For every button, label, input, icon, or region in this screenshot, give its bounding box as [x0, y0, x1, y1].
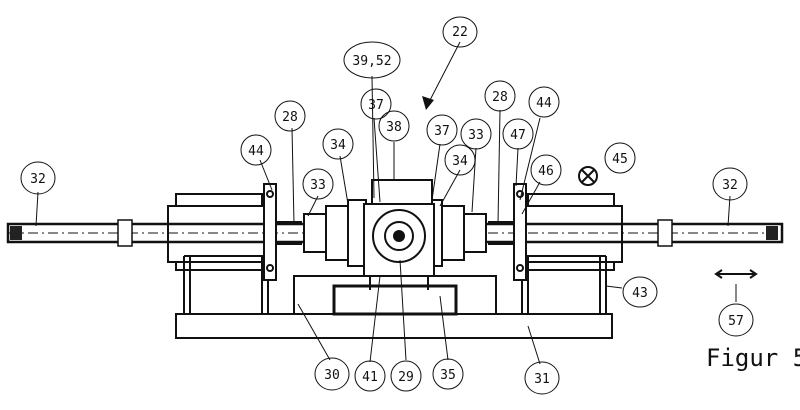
callout-38: 38: [378, 110, 410, 142]
cross-circle-symbol: [578, 166, 598, 186]
callout-44-left: 44: [240, 134, 272, 166]
svg-text:34: 34: [452, 154, 468, 169]
callout-57: 57: [718, 303, 754, 337]
right-stand: [521, 255, 607, 314]
callout-34-right: 34: [444, 144, 476, 176]
svg-text:31: 31: [534, 372, 550, 387]
callout-29: 29: [390, 360, 422, 392]
svg-text:29: 29: [398, 370, 414, 385]
gearbox: [363, 179, 435, 290]
left-stand: [183, 255, 269, 314]
svg-text:39,52: 39,52: [352, 54, 391, 69]
callout-47: 47: [502, 118, 534, 150]
callout-bubbles: 22 39,52 38 37 37 28 28 44 44 34 34 33 3…: [20, 16, 754, 395]
figure-caption: Figur 5: [706, 344, 800, 372]
callout-28-right: 28: [484, 80, 516, 112]
callout-37-right: 37: [426, 114, 458, 146]
leader-lines: [35, 41, 737, 365]
arrow-57: [714, 269, 758, 279]
callout-46: 46: [530, 154, 562, 186]
svg-text:44: 44: [536, 96, 552, 111]
svg-text:43: 43: [632, 286, 648, 301]
callout-32-right: 32: [712, 167, 748, 201]
svg-text:57: 57: [728, 314, 744, 329]
svg-text:32: 32: [30, 172, 46, 187]
callout-37-left: 37: [360, 88, 392, 120]
svg-text:45: 45: [612, 152, 628, 167]
callout-28-left: 28: [274, 100, 306, 132]
svg-text:46: 46: [538, 164, 554, 179]
svg-text:41: 41: [362, 370, 378, 385]
callout-43: 43: [622, 276, 658, 308]
callout-31: 31: [524, 361, 560, 395]
svg-text:33: 33: [310, 178, 326, 193]
callout-32-left: 32: [20, 161, 56, 195]
callout-30: 30: [314, 357, 350, 391]
left-coupling: [303, 199, 367, 267]
svg-text:22: 22: [452, 25, 468, 40]
callout-35: 35: [432, 358, 464, 390]
callout-33-left: 33: [302, 168, 334, 200]
svg-text:28: 28: [282, 110, 298, 125]
svg-text:47: 47: [510, 128, 526, 143]
svg-text:37: 37: [368, 98, 384, 113]
svg-text:28: 28: [492, 90, 508, 105]
callout-44-right: 44: [528, 86, 560, 118]
svg-text:44: 44: [248, 144, 264, 159]
right-housing: [488, 183, 623, 281]
callout-41: 41: [354, 360, 386, 392]
center-block: [293, 275, 497, 315]
arrow-head-22: [422, 96, 434, 110]
svg-text:37: 37: [434, 124, 450, 139]
callout-33-right: 33: [460, 118, 492, 150]
left-housing: [167, 183, 302, 281]
svg-text:30: 30: [324, 368, 340, 383]
callout-45: 45: [604, 142, 636, 174]
base-plate: [175, 313, 613, 339]
svg-text:35: 35: [440, 368, 456, 383]
svg-text:34: 34: [330, 138, 346, 153]
svg-text:38: 38: [386, 120, 402, 135]
callout-39-52: 39,52: [343, 41, 401, 79]
svg-text:33: 33: [468, 128, 484, 143]
svg-text:32: 32: [722, 178, 738, 193]
support-block: [332, 284, 458, 316]
callout-22: 22: [442, 16, 478, 48]
callout-34-left: 34: [322, 128, 354, 160]
